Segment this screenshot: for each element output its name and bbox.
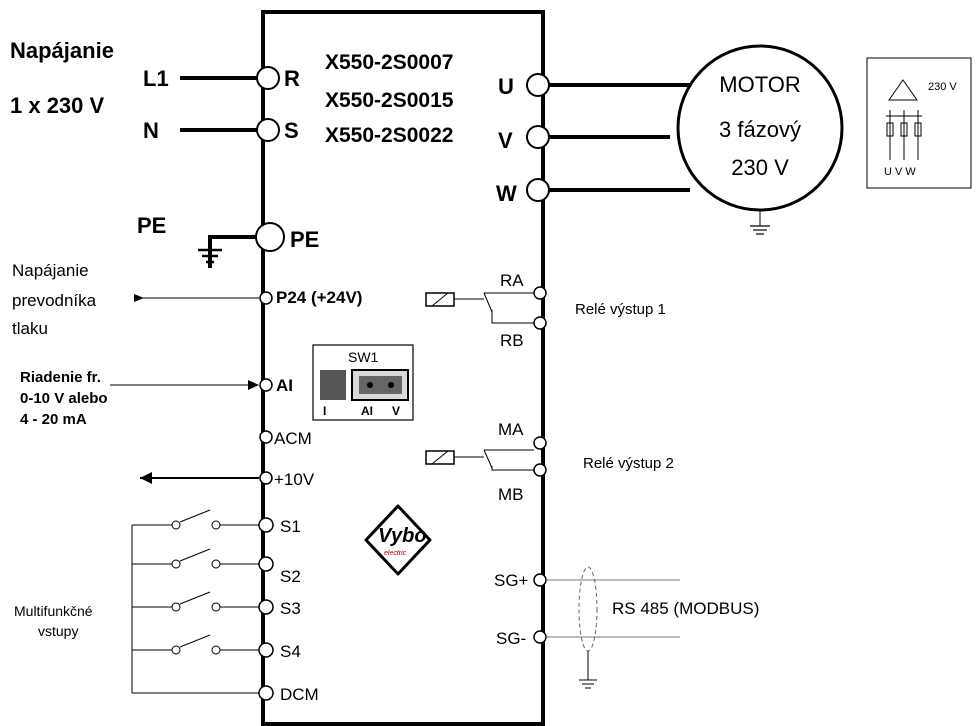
terminal-pe: PE	[290, 227, 320, 252]
terminal-dcm: DCM	[280, 685, 319, 704]
relay-out-1: Relé výstup 1	[575, 301, 666, 318]
terminal-sgm: SG-	[496, 629, 527, 648]
terminal-sgp: SG+	[494, 571, 529, 590]
terminal-10v: +10V	[274, 470, 315, 489]
model-1: X550-2S0007	[325, 51, 454, 74]
sw1-pos-ai: AI	[361, 404, 373, 418]
terminal-s2: S2	[280, 567, 301, 586]
inverter-body	[261, 10, 545, 726]
terminal-s1: S1	[280, 517, 301, 536]
delta-voltage: 230 V	[928, 81, 957, 93]
rs485-label: RS 485 (MODBUS)	[612, 599, 760, 618]
sw1-label: SW1	[348, 349, 379, 365]
sensor-supply-line1: Napájanie	[12, 261, 89, 280]
logo-sub: electric	[384, 550, 407, 557]
terminal-r: R	[284, 66, 300, 91]
terminal-v: V	[498, 128, 513, 153]
freq-control-line1: Riadenie fr.	[20, 369, 101, 386]
terminal-p24: P24 (+24V)	[276, 288, 363, 307]
terminal-s4: S4	[280, 642, 301, 661]
sw1-pos-i: I	[323, 404, 327, 418]
motor-label: MOTOR	[719, 72, 801, 97]
label-l1: L1	[143, 66, 169, 91]
relay-out-2: Relé výstup 2	[583, 455, 674, 472]
terminal-ma: MA	[498, 420, 524, 439]
terminal-rb: RB	[500, 331, 524, 350]
label-pe-input: PE	[137, 213, 167, 238]
freq-control-line3: 4 - 20 mA	[20, 411, 87, 428]
sensor-supply-line3: tlaku	[12, 319, 48, 338]
terminal-ai: AI	[276, 376, 293, 395]
model-3: X550-2S0022	[325, 124, 454, 147]
vybo-logo	[364, 504, 432, 576]
terminal-w: W	[496, 181, 517, 206]
motor-voltage: 230 V	[731, 155, 789, 180]
terminal-mb: MB	[498, 485, 524, 504]
motor-phase: 3 fázový	[719, 117, 801, 142]
power-voltage: 1 x 230 V	[10, 93, 105, 118]
multifunction-line2: vstupy	[38, 623, 79, 639]
terminal-ra: RA	[500, 271, 524, 290]
sw1-pos-v: V	[392, 404, 401, 418]
power-title: Napájanie	[10, 38, 114, 63]
terminal-u: U	[498, 74, 514, 99]
terminal-acm: ACM	[274, 429, 312, 448]
terminal-s3: S3	[280, 599, 301, 618]
model-2: X550-2S0015	[325, 89, 454, 112]
freq-control-line2: 0-10 V alebo	[20, 390, 108, 407]
delta-terminals: U V W	[884, 166, 916, 178]
label-n: N	[143, 118, 159, 143]
multifunction-line1: Multifunkčné	[14, 603, 93, 619]
terminal-s: S	[284, 118, 299, 143]
sensor-supply-line2: prevodníka	[12, 291, 97, 310]
logo-brand: Vybo	[378, 525, 427, 547]
